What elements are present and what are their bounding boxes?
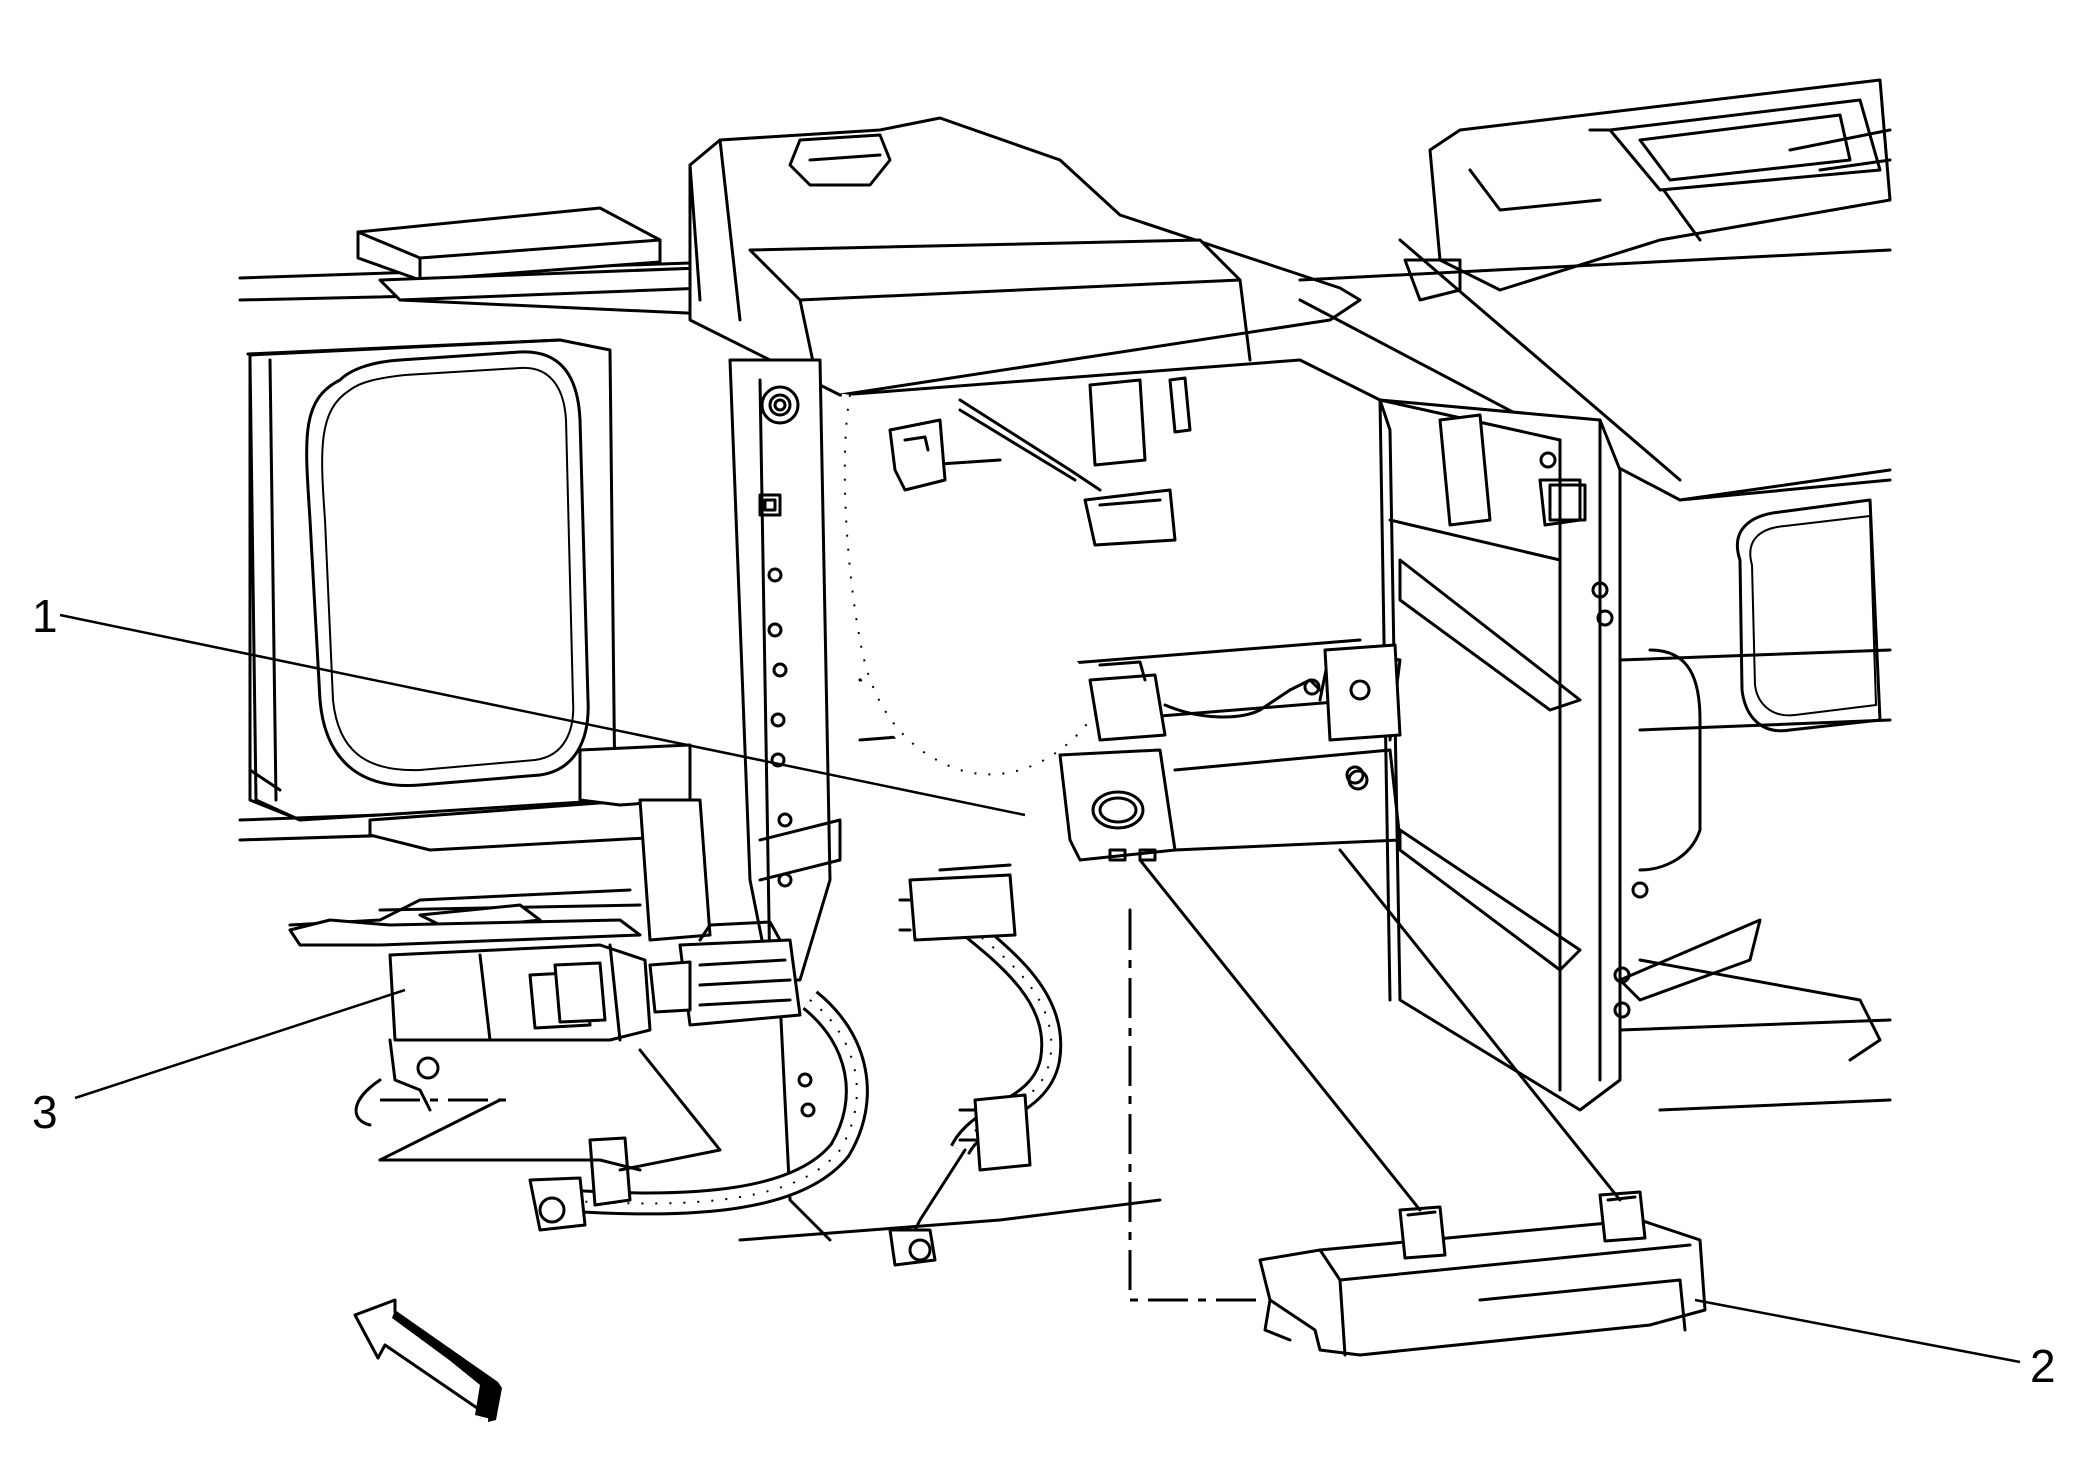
callout-1-label: 1 [32, 590, 58, 642]
callout-2-label: 2 [2030, 1340, 2056, 1392]
callout-leaders [59, 613, 2021, 1364]
callout-labels: 1 2 3 [32, 590, 2056, 1392]
upper-wiring-harness [836, 376, 1192, 783]
assembly-alignment-lines [1128, 848, 1622, 1302]
left-connector-harness [528, 920, 869, 1232]
callout-3-leader [74, 988, 406, 1100]
center-vertical-bracket [728, 358, 1162, 1242]
lower-left-structure [288, 743, 712, 947]
callout-3-label: 3 [32, 1086, 58, 1138]
bracket-fastener-holes-right [1347, 451, 1649, 1019]
callout-2-leader [1694, 1298, 2021, 1364]
module-3 [354, 943, 722, 1172]
module-2 [1258, 1190, 1707, 1357]
module-mounting-bracket [1058, 643, 1402, 862]
orientation-arrow-icon [353, 1298, 502, 1422]
lower-wiring-harness [888, 863, 1063, 1267]
instrument-panel-carrier [238, 78, 1892, 1112]
callout-1-leader [59, 613, 1026, 817]
